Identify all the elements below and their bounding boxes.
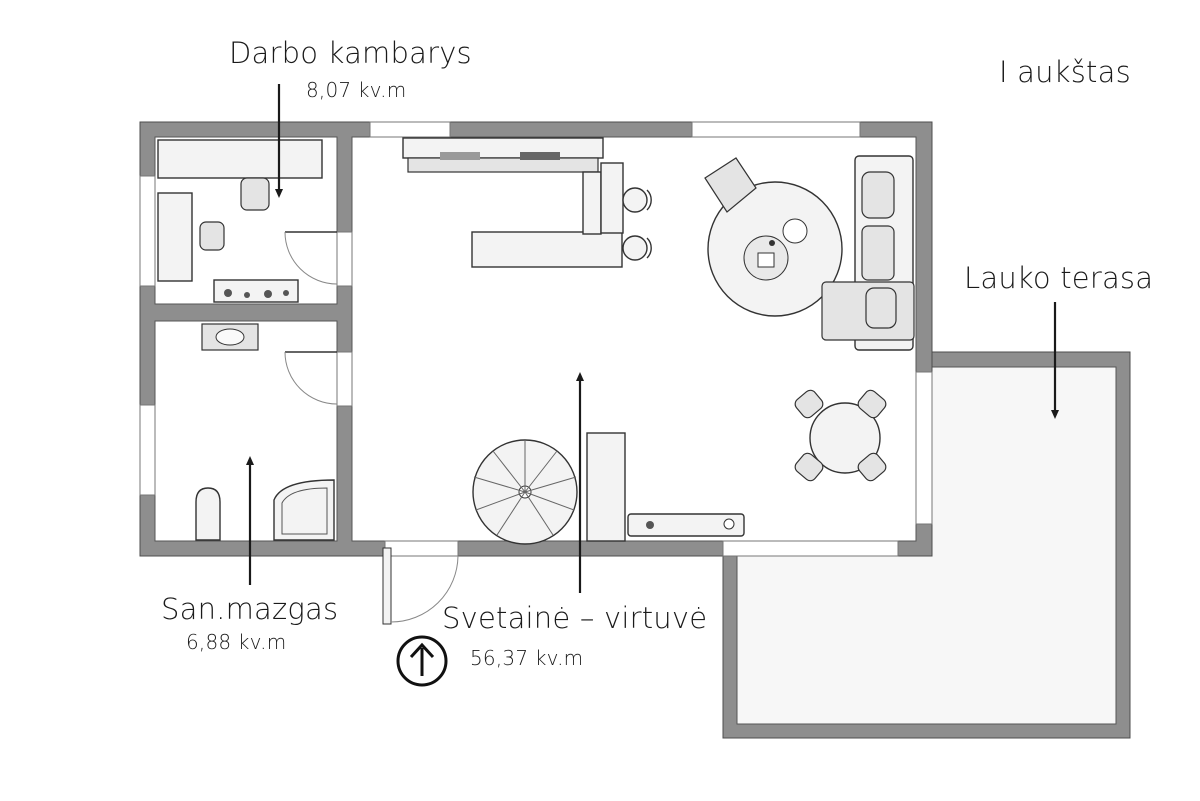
- storage: [586, 432, 745, 542]
- windows: [139, 121, 933, 557]
- kitchen: [402, 137, 652, 268]
- bathroom-area: 6,88 kv.m: [186, 630, 287, 654]
- spiral-staircase: [472, 439, 578, 545]
- terrace-name: Lauko terasa: [964, 261, 1154, 295]
- dining-set: [794, 389, 887, 482]
- living-area: 56,37 kv.m: [470, 646, 584, 670]
- entrance-door: [382, 540, 459, 625]
- bathroom-fixtures: [195, 323, 335, 541]
- up-arrow-circle-icon: [396, 635, 448, 687]
- office-furniture: [157, 139, 323, 303]
- office-door: [284, 231, 353, 287]
- bathroom-name: San.mazgas: [161, 592, 339, 626]
- floor-label: I aukštas: [999, 55, 1131, 89]
- bathroom-door: [284, 351, 353, 407]
- office-name: Darbo kambarys: [229, 36, 472, 70]
- living-name: Svetainė – virtuvė: [442, 601, 708, 635]
- office-area: 8,07 kv.m: [306, 78, 407, 102]
- pointer-arrows: [246, 84, 1059, 593]
- living-furniture: [704, 155, 915, 351]
